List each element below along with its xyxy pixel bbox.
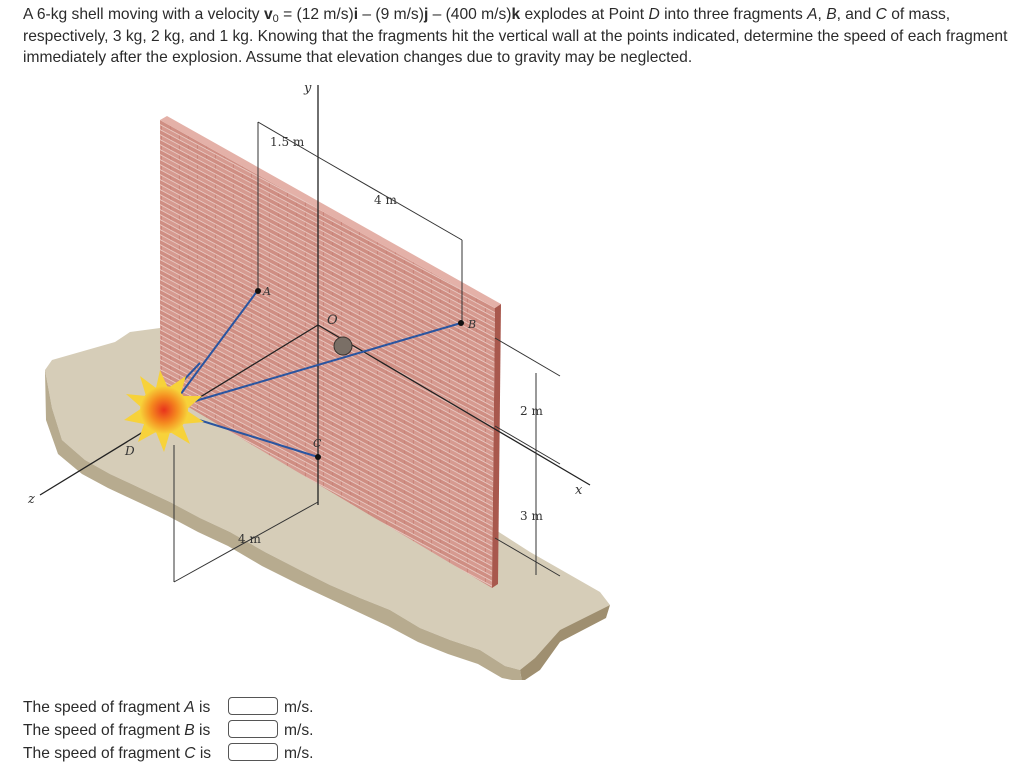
- answer-label-b: The speed of fragment B is: [23, 722, 211, 739]
- point-b-label: B: [467, 318, 476, 331]
- point-b-marker: [458, 320, 464, 326]
- problem-statement: A 6-kg shell moving with a velocity v0 =…: [23, 6, 1008, 66]
- answer-label-c: The speed of fragment C is: [23, 745, 212, 762]
- unit-label-b: m/s.: [284, 722, 314, 739]
- origin-label: O: [327, 313, 338, 328]
- point-c-label: C: [313, 437, 322, 450]
- dimension-4m-top: 4 m: [374, 193, 397, 207]
- point-a-label: A: [262, 285, 271, 298]
- y-axis-label: y: [303, 81, 312, 96]
- speed-a-input[interactable]: [228, 697, 278, 715]
- dimension-lines: [173, 121, 561, 583]
- unit-label-a: m/s.: [284, 699, 314, 716]
- speed-c-input[interactable]: [228, 743, 278, 761]
- point-c-marker: [315, 454, 321, 460]
- point-d-label: D: [124, 444, 135, 458]
- dimension-3m: 3 m: [520, 509, 543, 523]
- x-axis-label: x: [575, 483, 583, 498]
- unit-label-c: m/s.: [284, 745, 314, 762]
- dimension-4m-bottom: 4 m: [238, 532, 261, 546]
- point-a-marker: [255, 288, 261, 294]
- z-axis-label: z: [27, 492, 35, 507]
- speed-b-input[interactable]: [228, 720, 278, 738]
- explosion-icon: [124, 370, 204, 452]
- dimension-2m: 2 m: [520, 404, 543, 418]
- answer-label-a: The speed of fragment A is: [23, 699, 211, 716]
- origin-marker: [333, 336, 353, 356]
- fragment-trajectories: [177, 289, 462, 458]
- wall-diagram: y x z 1.5 m 4 m 2 m 3 m 4 m O A B C D: [0, 70, 640, 682]
- brick-wall: [160, 116, 501, 588]
- dimension-1-5m: 1.5 m: [270, 135, 305, 149]
